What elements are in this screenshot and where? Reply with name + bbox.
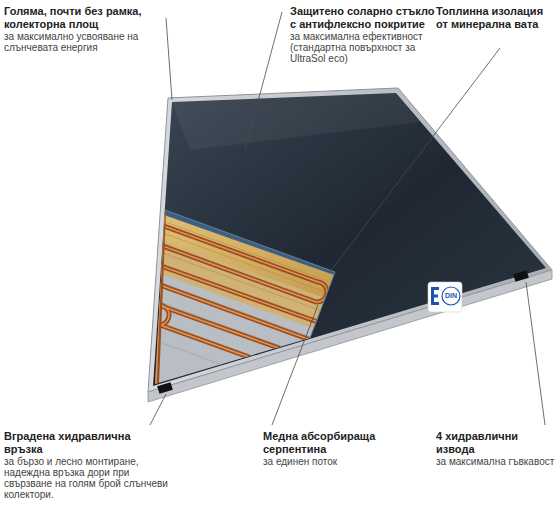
callout-heading: Вградена хидравлична връзка [4,430,169,456]
callout-heading: Медна абсорбираща серпентина [263,430,423,456]
hydraulic-port [513,270,529,282]
logo-e [431,287,439,305]
hydraulic-port [157,382,173,394]
cutaway [140,200,360,415]
callout-heading: 4 хидравлични извода [436,430,556,456]
logo-text: DIN [442,292,460,300]
callout-heading: Защитено соларно стъкло с антифлексно по… [290,5,438,31]
glass-reflection [172,93,420,150]
leader-lines [150,12,545,425]
callout-text: за максимална гъвкавост [436,456,556,467]
callout-heading: Голяма, почти без рамка, колекторна площ [4,5,159,31]
callout-text: за бързо и лесно монтиране, надеждна връ… [4,456,169,500]
callout-heading: Топлинна изолация от минерална вата [436,5,556,31]
callout-text: за максимално усвояване на слънчевата ен… [4,31,159,53]
callout-text: за максимална ефективност (стандартна по… [290,31,438,64]
logo-circle [442,287,460,305]
callout-text: за единен поток [263,456,423,467]
certificate-logo [428,282,462,312]
